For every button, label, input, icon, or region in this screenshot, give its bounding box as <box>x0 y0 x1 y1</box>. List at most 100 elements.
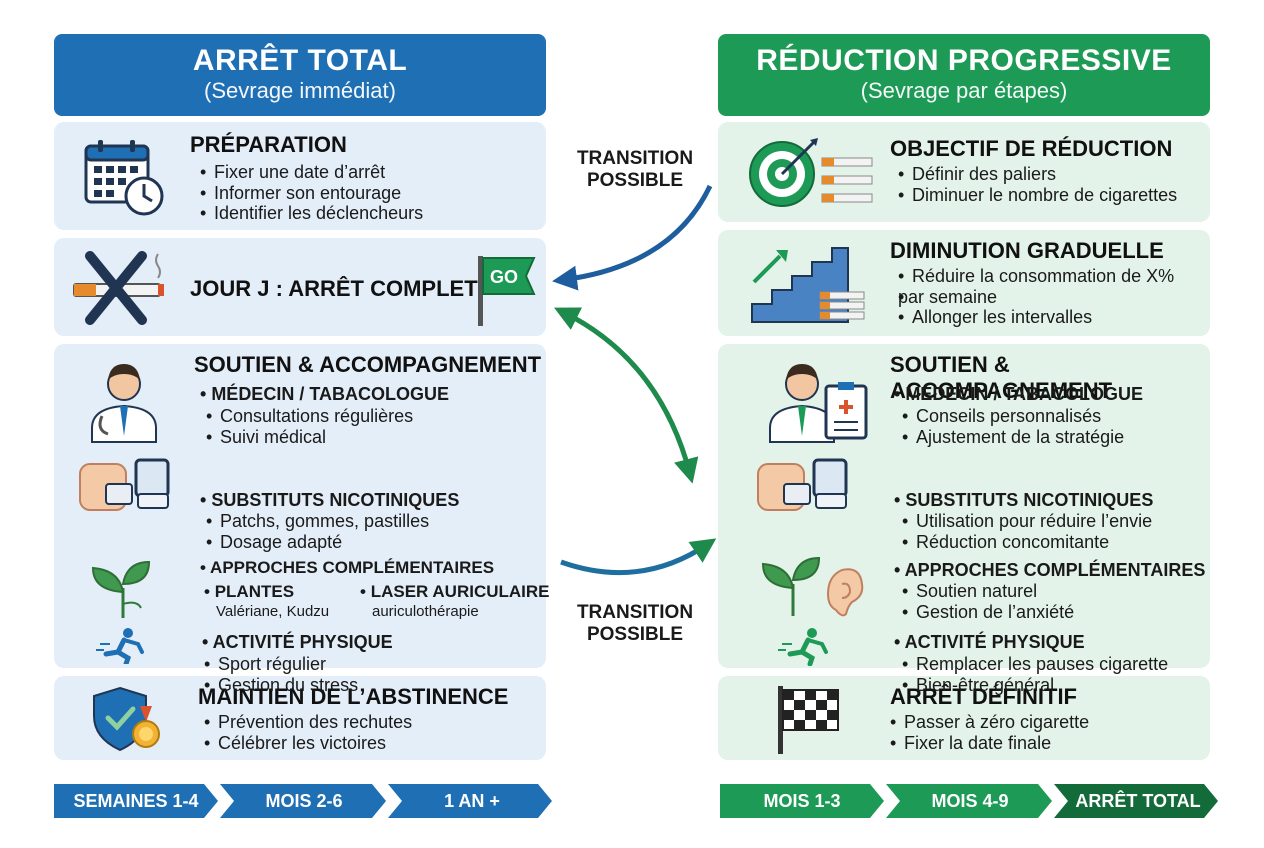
card-title: OBJECTIF DE RÉDUCTION <box>890 136 1173 161</box>
laser-title: LASER AURICULAIRE <box>360 582 550 602</box>
header-title: ARRÊT TOTAL <box>192 44 408 77</box>
subsection-title: SUBSTITUTS NICOTINIQUES <box>200 490 459 510</box>
activite-list: Sport régulier Gestion du stress <box>204 654 358 695</box>
runner-icon <box>778 628 828 666</box>
list-item: Sport régulier <box>204 654 358 675</box>
doctor-clipboard-icon <box>769 364 868 443</box>
list-item-continuation: par semaine <box>898 286 998 307</box>
card-title: JOUR J : ARRÊT COMPLET <box>190 276 478 301</box>
header-subtitle: (Sevrage par étapes) <box>860 78 1068 103</box>
timeline-step: MOIS 2-6 <box>265 791 343 811</box>
list-item: Identifier les déclencheurs <box>200 203 423 224</box>
transition-line: POSSIBLE <box>586 624 684 645</box>
medecin-list: Consultations régulières Suivi médical <box>206 406 413 447</box>
list-item: Soutien naturel <box>902 581 1074 602</box>
calendar-clock-icon <box>84 140 164 216</box>
card-objectif: OBJECTIF DE RÉDUCTION Définir des palier… <box>718 122 1210 222</box>
plant-ear-icon <box>761 556 864 617</box>
arrow-right-to-left <box>552 184 713 291</box>
substituts-list: Utilisation pour réduire l’envie Réducti… <box>902 511 1152 552</box>
list-item: Prévention des rechutes <box>204 712 412 733</box>
nicotine-patch-icon <box>757 458 848 511</box>
list-item: Informer son entourage <box>200 183 423 204</box>
list-item: Utilisation pour réduire l’envie <box>902 511 1152 532</box>
no-smoking-icon <box>73 251 164 325</box>
list-item: Suivi médical <box>206 427 413 448</box>
transition-line: TRANSITION <box>576 602 694 623</box>
card-preparation: PRÉPARATION Fixer une date d’arrêt Infor… <box>54 122 546 230</box>
shield-medal-icon <box>93 686 160 752</box>
subsection-title: ACTIVITÉ PHYSIQUE <box>202 632 393 652</box>
timeline-step: 1 AN + <box>444 791 500 811</box>
plantes-title: PLANTES <box>204 582 294 602</box>
nicotine-patch-icon <box>79 458 170 511</box>
list-item: Réduction concomitante <box>902 532 1152 553</box>
header-subtitle: (Sevrage immédiat) <box>204 78 396 103</box>
transition-line: POSSIBLE <box>586 170 684 191</box>
list-item: Remplacer les pauses cigarette <box>902 654 1168 675</box>
approches-list: Soutien naturel Gestion de l’anxiété <box>902 581 1074 622</box>
list-item: Passer à zéro cigarette <box>890 712 1089 733</box>
header-reduction-progressive: RÉDUCTION PROGRESSIVE (Sevrage par étape… <box>718 34 1210 116</box>
card-title: DIMINUTION GRADUELLE <box>890 238 1164 263</box>
objectif-list: Définir des paliers Diminuer le nombre d… <box>898 164 1177 205</box>
list-item: Gestion du stress <box>204 675 358 696</box>
card-diminution: DIMINUTION GRADUELLE Réduire la consomma… <box>718 230 1210 336</box>
list-item: Fixer la date finale <box>890 733 1089 754</box>
subsection-title: APPROCHES COMPLÉMENTAIRES <box>894 560 1206 580</box>
timeline-step: ARRÊT TOTAL <box>1075 791 1201 811</box>
target-cigarettes-icon <box>749 138 873 207</box>
transition-label-bottom: TRANSITION POSSIBLE <box>560 602 710 646</box>
maintien-list: Prévention des rechutes Célébrer les vic… <box>204 712 412 753</box>
arret-list: Passer à zéro cigarette Fixer la date fi… <box>890 712 1089 753</box>
column-arret-total: ARRÊT TOTAL (Sevrage immédiat) PRÉPARATI… <box>54 34 550 760</box>
list-item: Diminuer le nombre de cigarettes <box>898 185 1177 206</box>
transition-line: TRANSITION <box>576 148 694 169</box>
list-item: Conseils personnalisés <box>902 406 1124 427</box>
list-item: Ajustement de la stratégie <box>902 427 1124 448</box>
card-maintien: MAINTIEN DE L’ABSTINENCE Prévention des … <box>54 676 546 760</box>
list-item: Consultations régulières <box>206 406 413 427</box>
card-jour-j: JOUR J : ARRÊT COMPLET GO <box>54 238 546 336</box>
timeline-reduction: MOIS 1-3 MOIS 4-9 ARRÊT TOTAL <box>720 784 1220 818</box>
laser-detail: auriculothérapie <box>372 603 479 620</box>
header-title: RÉDUCTION PROGRESSIVE <box>756 44 1172 77</box>
list-item: Réduire la consommation de X% <box>898 266 1174 287</box>
card-soutien: SOUTIEN & ACCOMPAGNEMENT MÉDECIN / TABAC… <box>54 344 550 668</box>
flag-label: GO <box>490 267 518 287</box>
plant-icon <box>91 560 151 618</box>
subsection-title: MÉDECIN / TABACOLOGUE <box>894 384 1143 404</box>
go-flag-icon: GO <box>478 256 536 326</box>
timeline-step: MOIS 4-9 <box>931 791 1009 811</box>
timeline-arrows <box>54 784 552 818</box>
list-item: Fixer une date d’arrêt <box>200 162 423 183</box>
timeline-step: SEMAINES 1-4 <box>73 791 199 811</box>
timeline-step: MOIS 1-3 <box>763 791 841 811</box>
arrow-left-to-right <box>560 538 717 576</box>
list-item: Bien-être général <box>902 675 1168 696</box>
preparation-list: Fixer une date d’arrêt Informer son ento… <box>200 162 423 224</box>
list-item: Définir des paliers <box>898 164 1177 185</box>
list-item: par semaine <box>898 287 1174 308</box>
substituts-list: Patchs, gommes, pastilles Dosage adapté <box>206 511 429 552</box>
diminution-list: Réduire la consommation de X% par semain… <box>898 266 1174 328</box>
list-item: Dosage adapté <box>206 532 429 553</box>
card-title: PRÉPARATION <box>190 132 347 157</box>
runner-icon <box>96 628 144 664</box>
subsection-title: SUBSTITUTS NICOTINIQUES <box>894 490 1153 510</box>
arrow-bidirectional <box>554 307 699 484</box>
list-item: Patchs, gommes, pastilles <box>206 511 429 532</box>
plantes-detail: Valériane, Kudzu <box>216 603 330 620</box>
medecin-list: Conseils personnalisés Ajustement de la … <box>902 406 1124 447</box>
header-arret-total: ARRÊT TOTAL (Sevrage immédiat) <box>54 34 546 116</box>
list-item: Allonger les intervalles <box>898 307 1174 328</box>
subsection-title: APPROCHES COMPLÉMENTAIRES <box>200 558 494 578</box>
card-soutien: SOUTIEN & ACCOMPAGNEMENT MÉDECIN / TABAC… <box>718 344 1210 668</box>
doctor-icon <box>91 364 157 443</box>
list-item: Célébrer les victoires <box>204 733 412 754</box>
subsection-title: MÉDECIN / TABACOLOGUE <box>200 384 449 404</box>
subsection-title: ACTIVITÉ PHYSIQUE <box>894 632 1085 652</box>
stairs-cigarettes-icon <box>751 247 865 323</box>
column-reduction-progressive: RÉDUCTION PROGRESSIVE (Sevrage par étape… <box>718 34 1210 760</box>
